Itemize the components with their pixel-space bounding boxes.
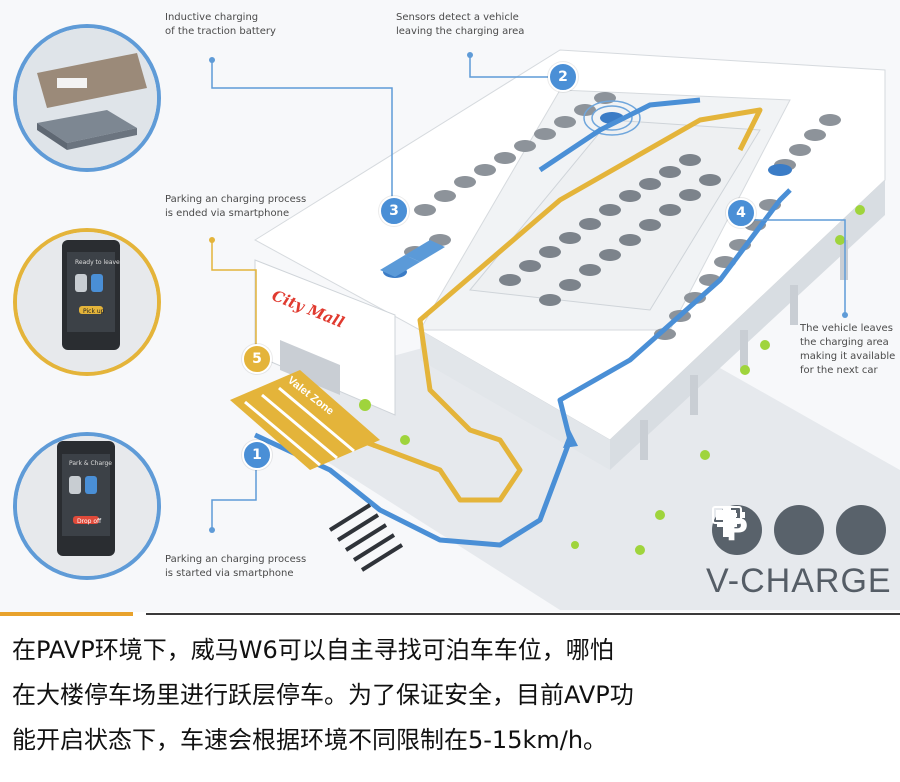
article-caption: 在PAVP环境下，威马W6可以自主寻找可泊车车位，哪怕 在大楼停车场里进行跃层停… (12, 628, 892, 763)
parking-garage-icon (717, 505, 824, 555)
phone-bottom-title: Park & Charge (69, 460, 112, 467)
v-charge-diagram: Ready to leave Pick up Park & Charge Dro… (13, 12, 900, 610)
callout-vehicle-leaves: The vehicle leaves the charging area mak… (800, 323, 896, 376)
step-badge-4: 4 (726, 198, 756, 228)
callout-process-ended: Parking an charging process is ended via… (165, 194, 307, 219)
drop-off-button: Drop off (77, 518, 102, 525)
caption-line-1: 在PAVP环境下，威马W6可以自主寻找可泊车车位，哪怕 (12, 636, 614, 664)
caption-line-3: 能开启状态下，车速会根据环境不同限制在5-15km/h。 (12, 726, 608, 754)
divider-line (146, 613, 900, 615)
callout-inductive-charging: Inductive charging of the traction batte… (165, 12, 276, 37)
v-charge-logo-text: V-CHARGE (706, 562, 892, 600)
callout-sensors: Sensors detect a vehicle leaving the cha… (396, 12, 525, 37)
smartphone-start-photo: Park & Charge Drop off (13, 432, 161, 580)
inductive-charging-photo (13, 24, 161, 172)
battery-icon (712, 505, 886, 555)
step-badge-5: 5 (242, 344, 272, 374)
smartphone-end-photo: Ready to leave Pick up (13, 228, 161, 376)
step-badge-1: 1 (242, 440, 272, 470)
callout-process-started: Parking an charging process is started v… (165, 554, 307, 579)
phone-top-title: Ready to leave (75, 259, 120, 266)
v-charge-logo-icons: P (712, 505, 886, 555)
step-badge-2: 2 (548, 62, 578, 92)
pick-up-button: Pick up (83, 308, 105, 315)
step-badge-3: 3 (379, 196, 409, 226)
accent-divider (0, 612, 133, 616)
caption-line-2: 在大楼停车场里进行跃层停车。为了保证安全，目前AVP功 (12, 681, 634, 709)
